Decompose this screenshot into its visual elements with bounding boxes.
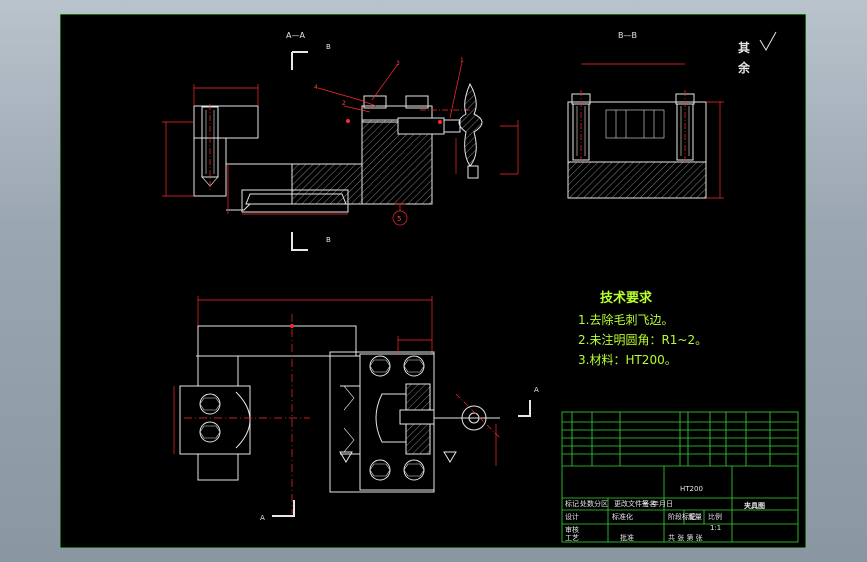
header-row-4: 更改文件号 [614, 499, 649, 508]
row-label-design: 设计 [565, 512, 579, 521]
header-row-6: 年月日 [652, 499, 673, 508]
title-block: HT200 夹具图 标记 处数 分区 更改文件号 签名 年月日 设计 审核 工艺… [561, 411, 799, 543]
callout-4: 4 [314, 84, 318, 91]
section-bb-view: B—B [567, 31, 724, 199]
cut-letter-b-top: B [326, 43, 331, 51]
scale-label: 比例 [708, 512, 722, 521]
cut-letter-a-right: A [534, 386, 539, 394]
header-row-2: 处数 [580, 499, 594, 508]
drawing-sheet[interactable]: A—A B B [60, 14, 806, 548]
section-bb-label: B—B [618, 31, 637, 40]
standardize-label: 标准化 [612, 512, 633, 521]
approve-label: 批准 [620, 533, 634, 542]
weight-label: 重量 [688, 513, 702, 521]
scale-value: 1:1 [710, 524, 721, 532]
callout-5: 5 [397, 215, 401, 223]
tech-req-item-3: 3.材料：HT200。 [578, 353, 677, 367]
drawing-name: 夹具图 [744, 501, 765, 510]
tech-req-item-2: 2.未注明圆角：R1~2。 [578, 332, 707, 347]
header-row-5: 签名 [642, 499, 656, 508]
stage-label: 阶段标记 [668, 512, 696, 521]
callout-3: 3 [396, 60, 400, 67]
roughness-char-2: 余 [737, 60, 751, 75]
tech-requirements: 技术要求 1.去除毛刺飞边。 2.未注明圆角：R1~2。 3.材料：HT200。 [578, 290, 707, 367]
plan-view: A A [173, 296, 539, 522]
material-label: HT200 [680, 485, 703, 493]
tech-req-item-1: 1.去除毛刺飞边。 [578, 312, 673, 327]
tech-req-title: 技术要求 [600, 290, 653, 306]
sheet-frame [60, 14, 806, 548]
sheets-label: 共 张 第 张 [668, 533, 703, 542]
callout-1: 1 [460, 57, 464, 64]
row-label-review: 审核 [565, 525, 579, 534]
roughness-char-1: 其 [738, 40, 750, 55]
header-row-3: 分区 [594, 499, 608, 508]
drawing-canvas: A—A B B [60, 14, 806, 548]
section-aa-view: A—A B B [162, 31, 519, 251]
roughness-note: 其 余 [737, 31, 777, 75]
row-label-process: 工艺 [565, 534, 579, 542]
cut-letter-b-bottom: B [326, 236, 331, 244]
section-aa-label: A—A [286, 31, 305, 40]
header-row-1: 标记 [565, 499, 579, 508]
callout-2: 2 [342, 100, 346, 107]
cut-letter-a-bottom: A [260, 514, 265, 522]
